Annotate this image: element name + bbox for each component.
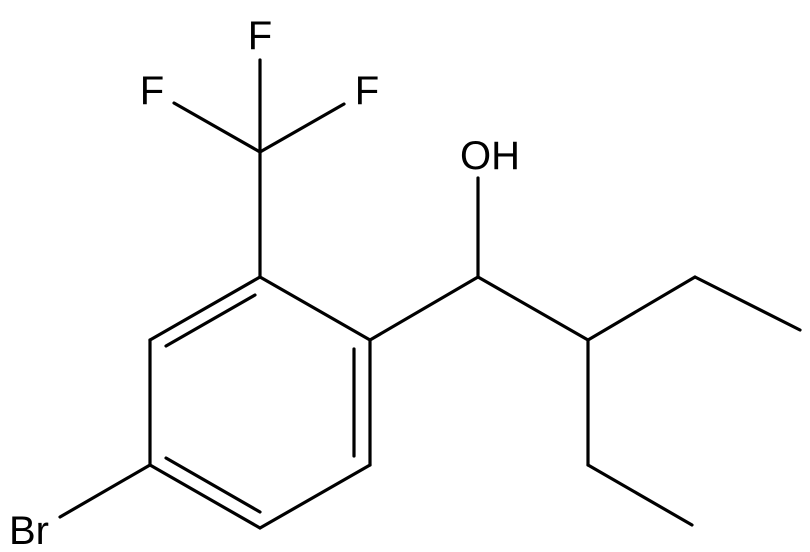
ring-bond-c4-c5 (258, 463, 372, 530)
ring-bond-c6-c1 (258, 275, 372, 342)
atom-label-f-right: F (355, 69, 379, 113)
bond-ethyl-upper-methyl (693, 275, 802, 332)
ring-bond-c3-c4-inner (164, 456, 262, 514)
atom-label-f-left: F (140, 69, 164, 113)
ring-bond-c1-c2 (148, 275, 262, 342)
bond-carbinol-ch (476, 275, 590, 342)
bond-ethyl-lower-methyl (586, 463, 694, 527)
atom-label-bromine: Br (9, 509, 49, 552)
bond-c-f-left (172, 101, 262, 154)
bond-ring-carbinol (368, 275, 480, 342)
side-chain: OH (368, 134, 802, 527)
bromine-substituent: Br (9, 463, 152, 552)
bond-ring-br (58, 463, 152, 519)
bond-ch-ethyl-upper (586, 275, 697, 342)
trifluoromethyl-group: F F F (140, 14, 379, 279)
atom-label-hydroxyl: OH (460, 134, 520, 178)
ring-bond-c1-c2-inner (164, 293, 257, 348)
atom-label-f-top: F (248, 14, 272, 58)
ring-bond-c3-c4 (148, 463, 262, 530)
benzene-ring (148, 275, 372, 530)
bond-c-f-right (258, 102, 346, 154)
